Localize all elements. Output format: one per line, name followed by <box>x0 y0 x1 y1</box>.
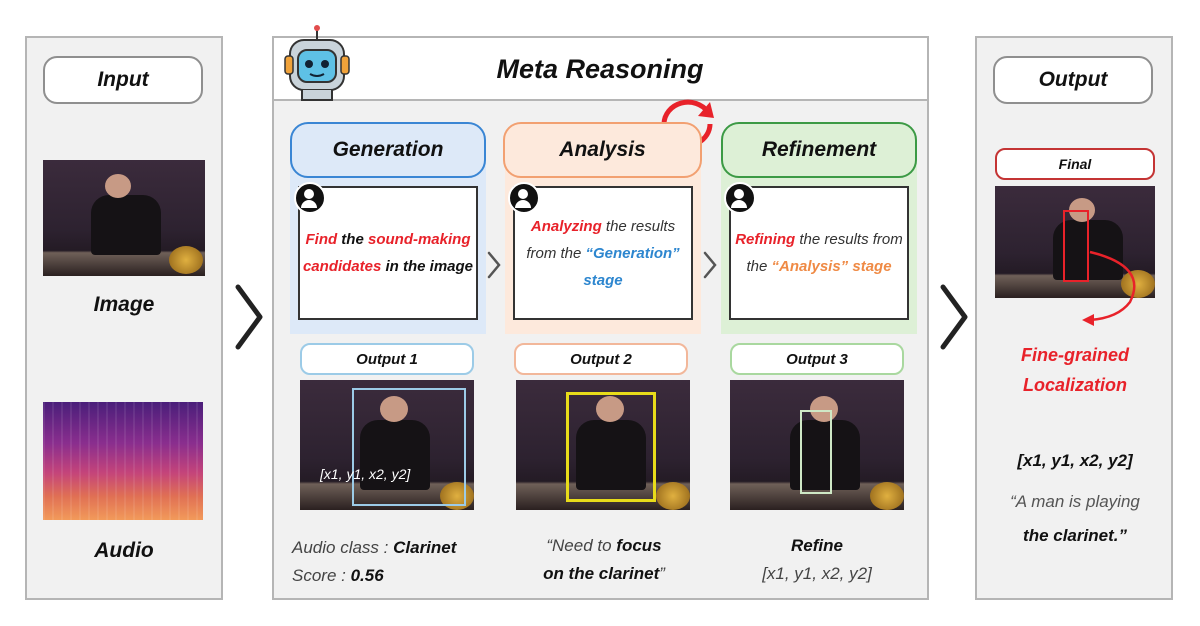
keyword-find: Find <box>305 231 338 248</box>
user-icon <box>508 182 540 214</box>
meta-reasoning-title: Meta Reasoning <box>496 53 704 84</box>
stage-card-refinement: Refining the results from the “Analysis”… <box>729 186 909 320</box>
audio-class-note: Audio class : Clarinet Score : 0.56 <box>292 538 457 585</box>
refine-title: Refine <box>791 536 843 555</box>
score-value: 0.56 <box>350 566 384 585</box>
output-1-box-label: [x1, y1, x2, y2] <box>320 466 411 482</box>
output-1-image: [x1, y1, x2, y2] <box>300 380 474 510</box>
keyword-refining: Refining <box>735 231 796 248</box>
audio-label: Audio <box>94 539 154 562</box>
output-3-image <box>730 380 904 510</box>
pointer-arrow-icon <box>1082 250 1136 326</box>
keyword-candidates: candidates <box>302 258 382 275</box>
image-label: Image <box>93 293 155 316</box>
meta-header-divider <box>274 99 927 101</box>
output-coords: [x1, y1, x2, y2] <box>1017 451 1133 470</box>
stage-title-refinement: Refinement <box>721 122 917 178</box>
stage-title-generation: Generation <box>290 122 486 178</box>
input-image <box>43 160 205 276</box>
audio-class-value: Clarinet <box>393 538 457 557</box>
output-3-label: Output 3 <box>730 343 904 375</box>
stage-title-analysis: Analysis <box>503 122 702 178</box>
chevron-right-icon <box>940 284 968 350</box>
chevron-right-icon <box>235 284 263 350</box>
audio-spectrogram <box>43 402 203 520</box>
output-panel <box>975 36 1173 600</box>
final-label: Final <box>995 148 1155 180</box>
keyword-analysis: “Analysis” <box>771 258 849 275</box>
chevron-right-icon <box>487 251 501 279</box>
keyword-generation: “Generation” <box>585 244 680 262</box>
user-icon <box>294 182 326 214</box>
stage-card-generation: Find the sound-making candidates in the … <box>298 186 478 320</box>
stage-card-analysis: Analyzing the results from the “Generati… <box>513 186 693 320</box>
output-2-image <box>516 380 690 510</box>
chevron-right-icon <box>703 251 717 279</box>
refine-coords: [x1, y1, x2, y2] <box>762 564 872 583</box>
refine-note: Refine [x1, y1, x2, y2] <box>730 530 904 590</box>
output-title: Output <box>993 56 1153 104</box>
final-image <box>995 186 1155 298</box>
keyword-analyzing: Analyzing <box>530 217 602 235</box>
output-2-label: Output 2 <box>514 343 688 375</box>
user-icon <box>724 182 756 214</box>
focus-quote: “Need to focus on the clarinet” <box>543 536 665 583</box>
meta-header-bg <box>274 38 927 99</box>
input-title: Input <box>43 56 203 104</box>
output-1-label: Output 1 <box>300 343 474 375</box>
keyword-sound-making: sound-making <box>367 231 471 248</box>
robot-icon <box>284 25 350 101</box>
